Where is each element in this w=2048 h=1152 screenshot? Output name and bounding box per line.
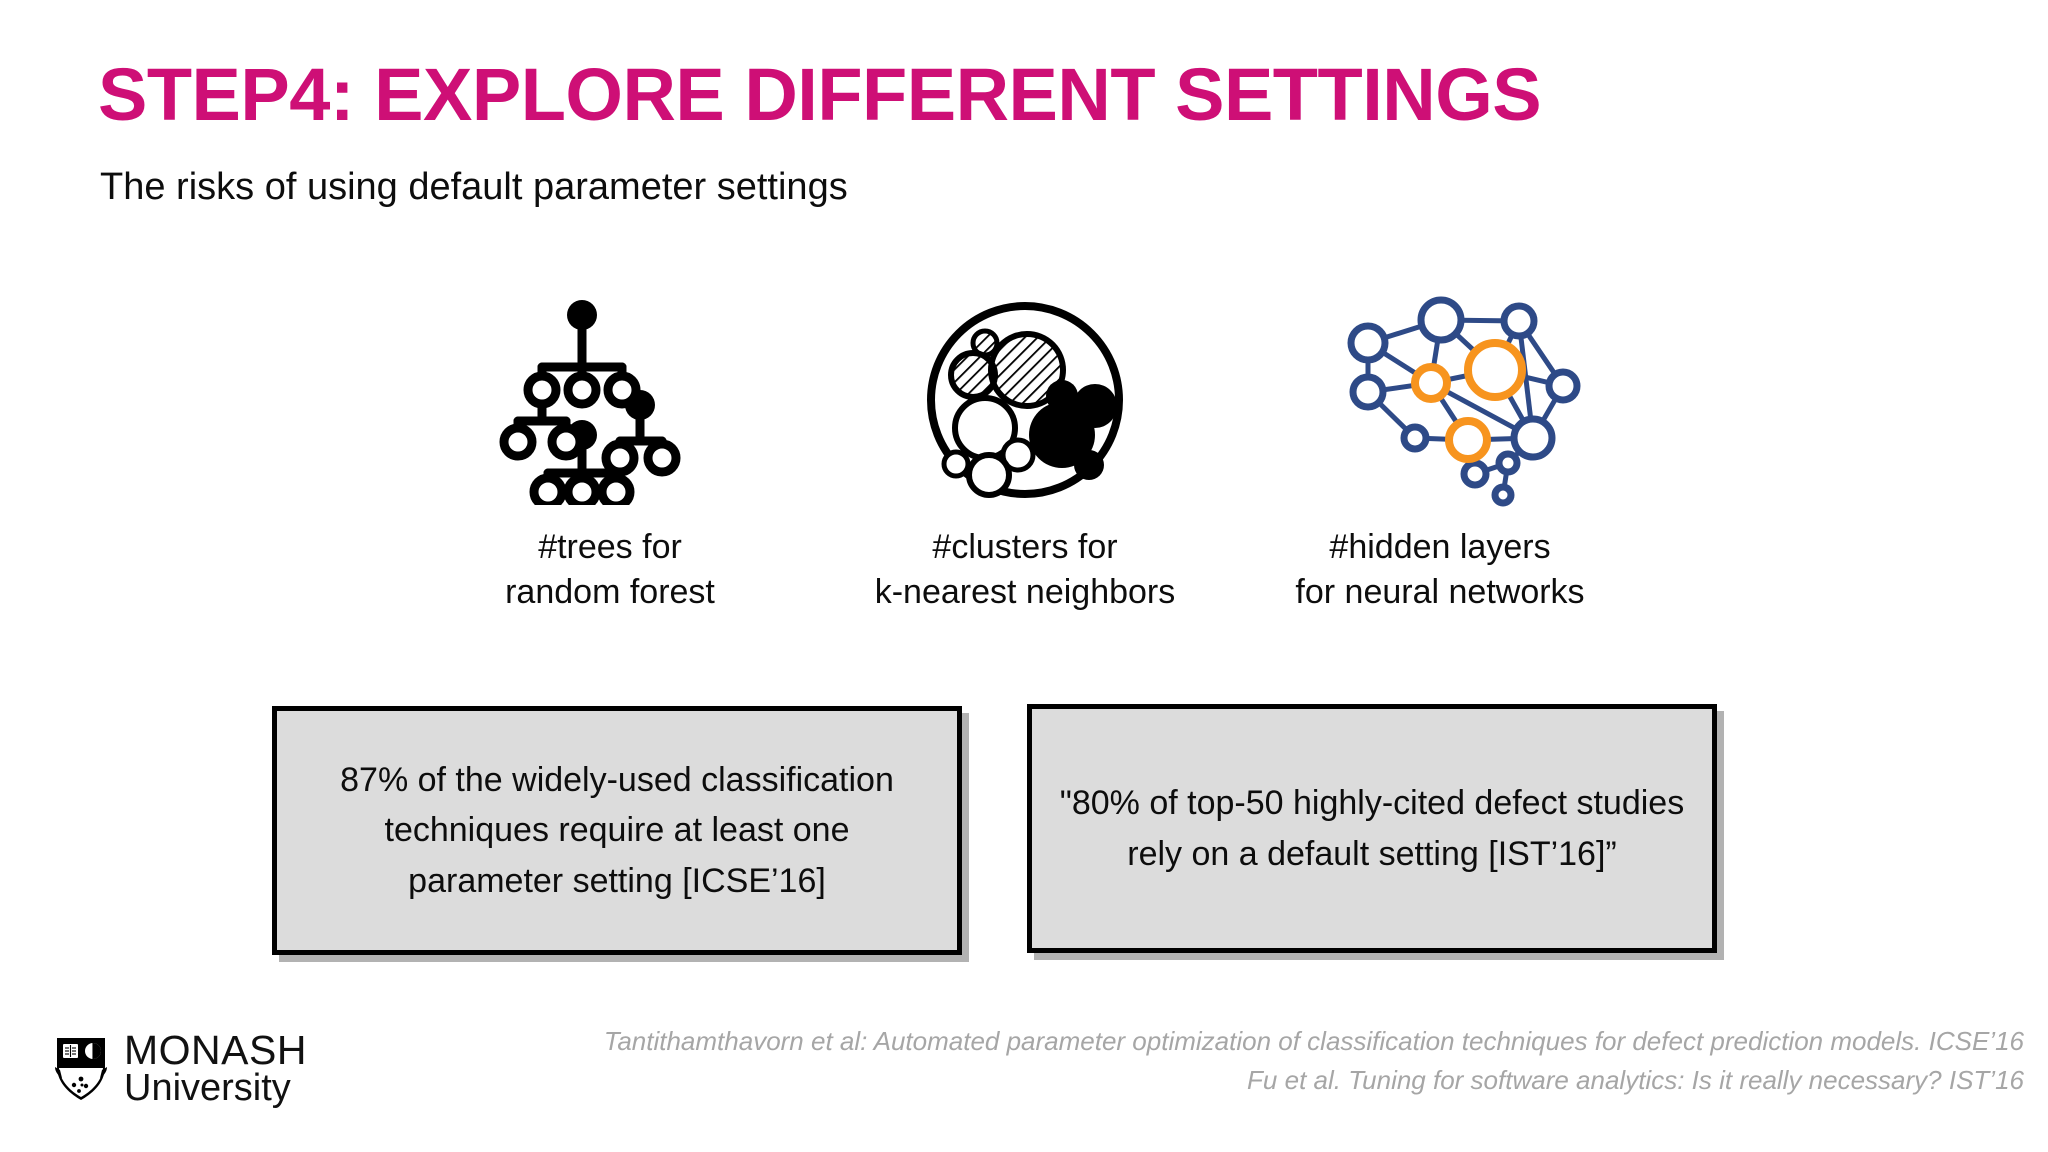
- page-subtitle: The risks of using default parameter set…: [100, 166, 848, 208]
- concept-icon-row: [430, 280, 1620, 520]
- monash-logo: MONASH University: [52, 1027, 307, 1110]
- monash-wordmark: MONASH University: [124, 1027, 307, 1110]
- caption-knn: #clusters for k-nearest neighbors: [845, 525, 1205, 615]
- neural-network-icon: [1347, 296, 1580, 506]
- caption-line-2: k-nearest neighbors: [874, 572, 1176, 611]
- concept-caption-row: #trees for random forest #clusters for k…: [430, 525, 1620, 615]
- decision-tree-icon: [499, 300, 681, 505]
- callout-box-ist: "80% of top-50 highly-cited defect studi…: [1027, 704, 1717, 953]
- caption-line-1: #trees for: [538, 528, 682, 566]
- callout-text: "80% of top-50 highly-cited defect studi…: [1059, 784, 1685, 873]
- page-title: STEP4: EXPLORE DIFFERENT SETTINGS: [98, 53, 1542, 136]
- concept-icon-cell-knn: [860, 285, 1190, 515]
- citation-block: Tantithamthavorn et al: Automated parame…: [264, 1022, 2024, 1100]
- caption-line-1: #hidden layers: [1329, 528, 1551, 566]
- concept-icon-cell-random-forest: [430, 285, 760, 515]
- clusters-icon: [926, 301, 1123, 498]
- citation-line-2: Fu et al. Tuning for software analytics:…: [1247, 1065, 2024, 1095]
- concept-icon-cell-neural-network: [1290, 285, 1620, 515]
- callout-text: 87% of the widely-used classification te…: [340, 761, 894, 900]
- citation-line-1: Tantithamthavorn et al: Automated parame…: [603, 1026, 2024, 1056]
- caption-line-2: for neural networks: [1295, 572, 1585, 611]
- logo-text-monash: MONASH: [124, 1027, 307, 1073]
- caption-neural-network: #hidden layers for neural networks: [1260, 525, 1620, 615]
- caption-line-2: random forest: [505, 572, 715, 611]
- monash-crest-icon: [55, 1037, 107, 1100]
- logo-text-university: University: [124, 1067, 291, 1110]
- caption-random-forest: #trees for random forest: [430, 525, 790, 615]
- caption-line-1: #clusters for: [932, 528, 1118, 566]
- callout-box-icse: 87% of the widely-used classification te…: [272, 706, 962, 955]
